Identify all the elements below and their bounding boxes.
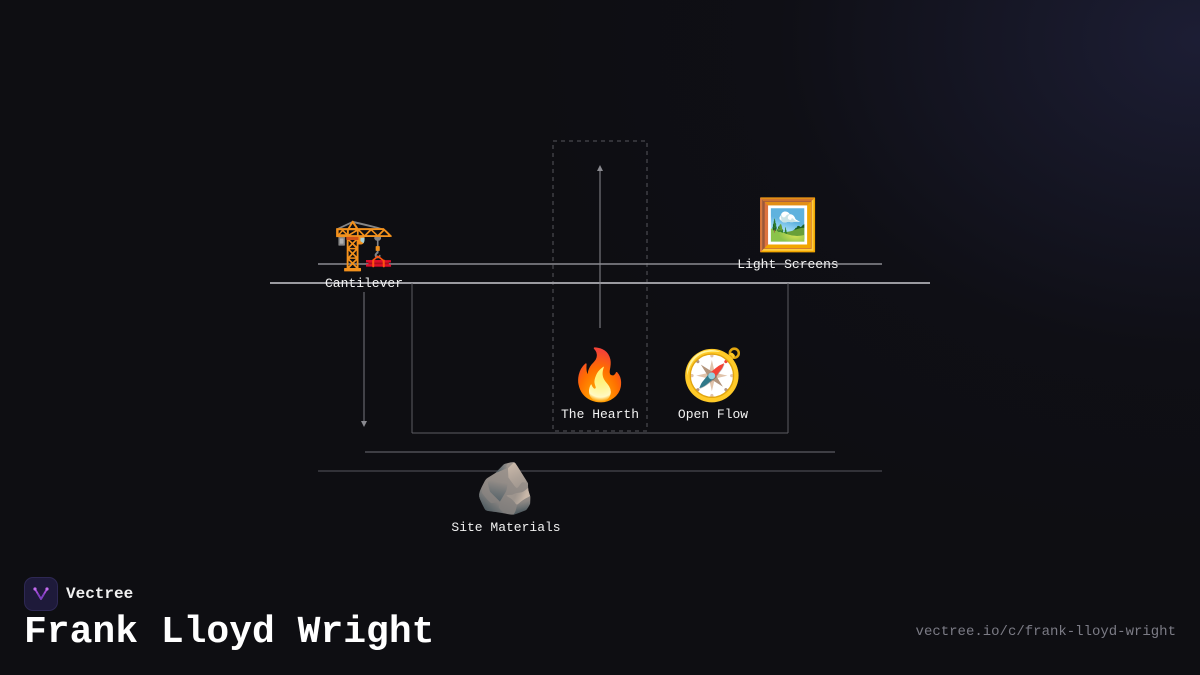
node-label: Open Flow <box>677 407 749 422</box>
node-light-screens[interactable]: 🖼️ Light Screens <box>708 203 868 273</box>
fire-icon: 🔥 <box>568 351 632 408</box>
vectree-logo-icon <box>24 577 58 611</box>
brand-name: Vectree <box>66 585 134 603</box>
compass-icon: 🧭 <box>681 351 745 408</box>
page-title: Frank Lloyd Wright <box>24 611 435 654</box>
node-label: Light Screens <box>737 257 839 272</box>
building-construction-icon: 🏗️ <box>332 220 396 277</box>
brand[interactable]: Vectree <box>24 577 133 611</box>
framed-picture-icon: 🖼️ <box>756 201 820 258</box>
node-label: Cantilever <box>324 276 403 291</box>
node-label: Site Materials <box>451 520 561 535</box>
node-cantilever[interactable]: 🏗️ Cantilever <box>284 222 444 292</box>
node-open-flow[interactable]: 🧭 Open Flow <box>633 353 793 423</box>
node-label: The Hearth <box>560 407 639 422</box>
node-site-materials[interactable]: 🪨 Site Materials <box>426 466 586 536</box>
node-the-hearth[interactable]: 🔥 The Hearth <box>520 353 680 423</box>
page-url[interactable]: vectree.io/c/frank-lloyd-wright <box>915 624 1176 640</box>
rock-icon: 🪨 <box>474 464 538 521</box>
